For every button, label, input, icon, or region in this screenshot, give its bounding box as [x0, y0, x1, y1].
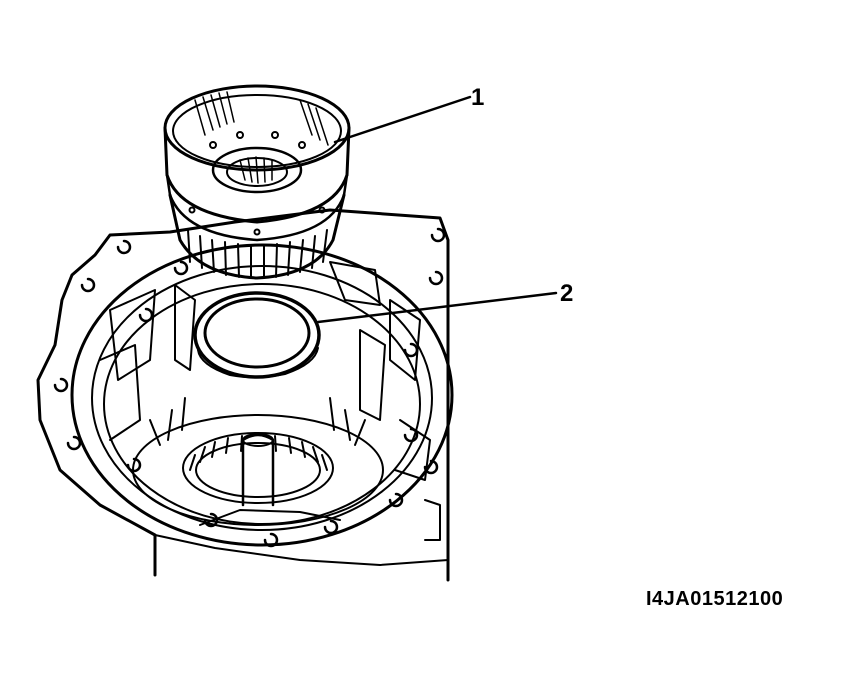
seal-ring	[193, 291, 321, 379]
leader-line-1	[333, 95, 472, 144]
transmission-case	[36, 208, 454, 582]
leader-line-2	[316, 291, 558, 324]
callout-label-1: 1	[471, 84, 485, 111]
figure-id-label: I4JA01512100	[646, 588, 784, 610]
callout-label-2: 2	[560, 280, 574, 307]
clutch-drum	[163, 84, 351, 280]
